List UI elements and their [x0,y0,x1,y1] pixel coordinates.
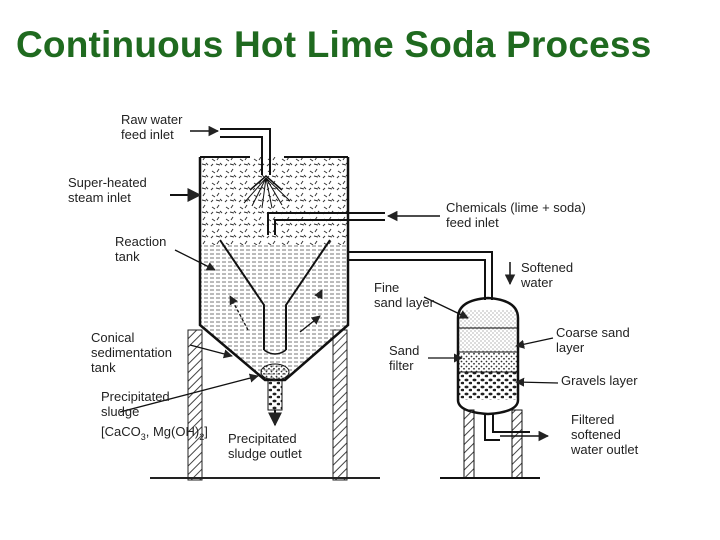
reaction-tank-label-line1: Reaction [115,234,166,249]
conical-label-line3: tank [91,360,116,375]
right-support-leg [332,329,348,481]
reaction-tank-pointer [174,249,216,271]
sludge-outlet [260,363,290,427]
precipitated-sludge-label-line2: sludge [101,404,139,419]
left-support-leg [187,329,203,481]
coarse-sand-pointer [515,337,554,349]
sand-filter-label-line2: filter [389,358,414,373]
chemicals-label-line2: feed inlet [446,215,499,230]
reaction-tank [198,156,350,382]
steam-label-line2: steam inlet [68,190,131,205]
conical-label-line2: sedimentation [91,345,172,360]
softened-water-label-line2: water [520,275,553,290]
precipitated-sludge-formula: [CaCO3, Mg(OH)2] [101,424,208,442]
page-title: Continuous Hot Lime Soda Process [16,24,652,65]
gravels-label: Gravels layer [561,373,638,388]
softened-water-pipe [348,251,516,300]
coarse-sand-label-line1: Coarse sand [556,325,630,340]
fine-sand-label-line2: sand layer [374,295,435,310]
conical-tank-pointer [189,344,233,359]
coarse-sand-label-line2: layer [556,340,585,355]
chemicals-label-line1: Chemicals (lime + soda) [446,200,586,215]
fine-sand-pointer [423,296,469,319]
fine-sand-label-line1: Fine [374,280,399,295]
raw-water-inlet-pipe [220,128,291,209]
raw-water-label-line2: feed inlet [121,127,174,142]
sand-filter-label-line1: Sand [389,343,419,358]
filtered-water-label-line2: softened [571,427,621,442]
steam-label-line1: Super-heated [68,175,147,190]
reaction-tank-label-line2: tank [115,249,140,264]
sand-filter [440,296,550,479]
chemicals-feed-pipe [267,210,440,235]
sludge-outlet-label-line2: sludge outlet [228,446,302,461]
gravel-pointer [515,377,559,387]
filtered-water-label-line1: Filtered [571,412,614,427]
sludge-pointer [119,373,259,413]
softened-water-label-line1: Softened [521,260,573,275]
raw-water-label-line1: Raw water [121,112,183,127]
precipitated-sludge-label-line1: Precipitated [101,389,170,404]
sludge-outlet-label-line1: Precipitated [228,431,297,446]
inner-sedimentation-cone [219,239,331,355]
conical-label-line1: Conical [91,330,134,345]
filtered-water-label-line3: water outlet [570,442,639,457]
